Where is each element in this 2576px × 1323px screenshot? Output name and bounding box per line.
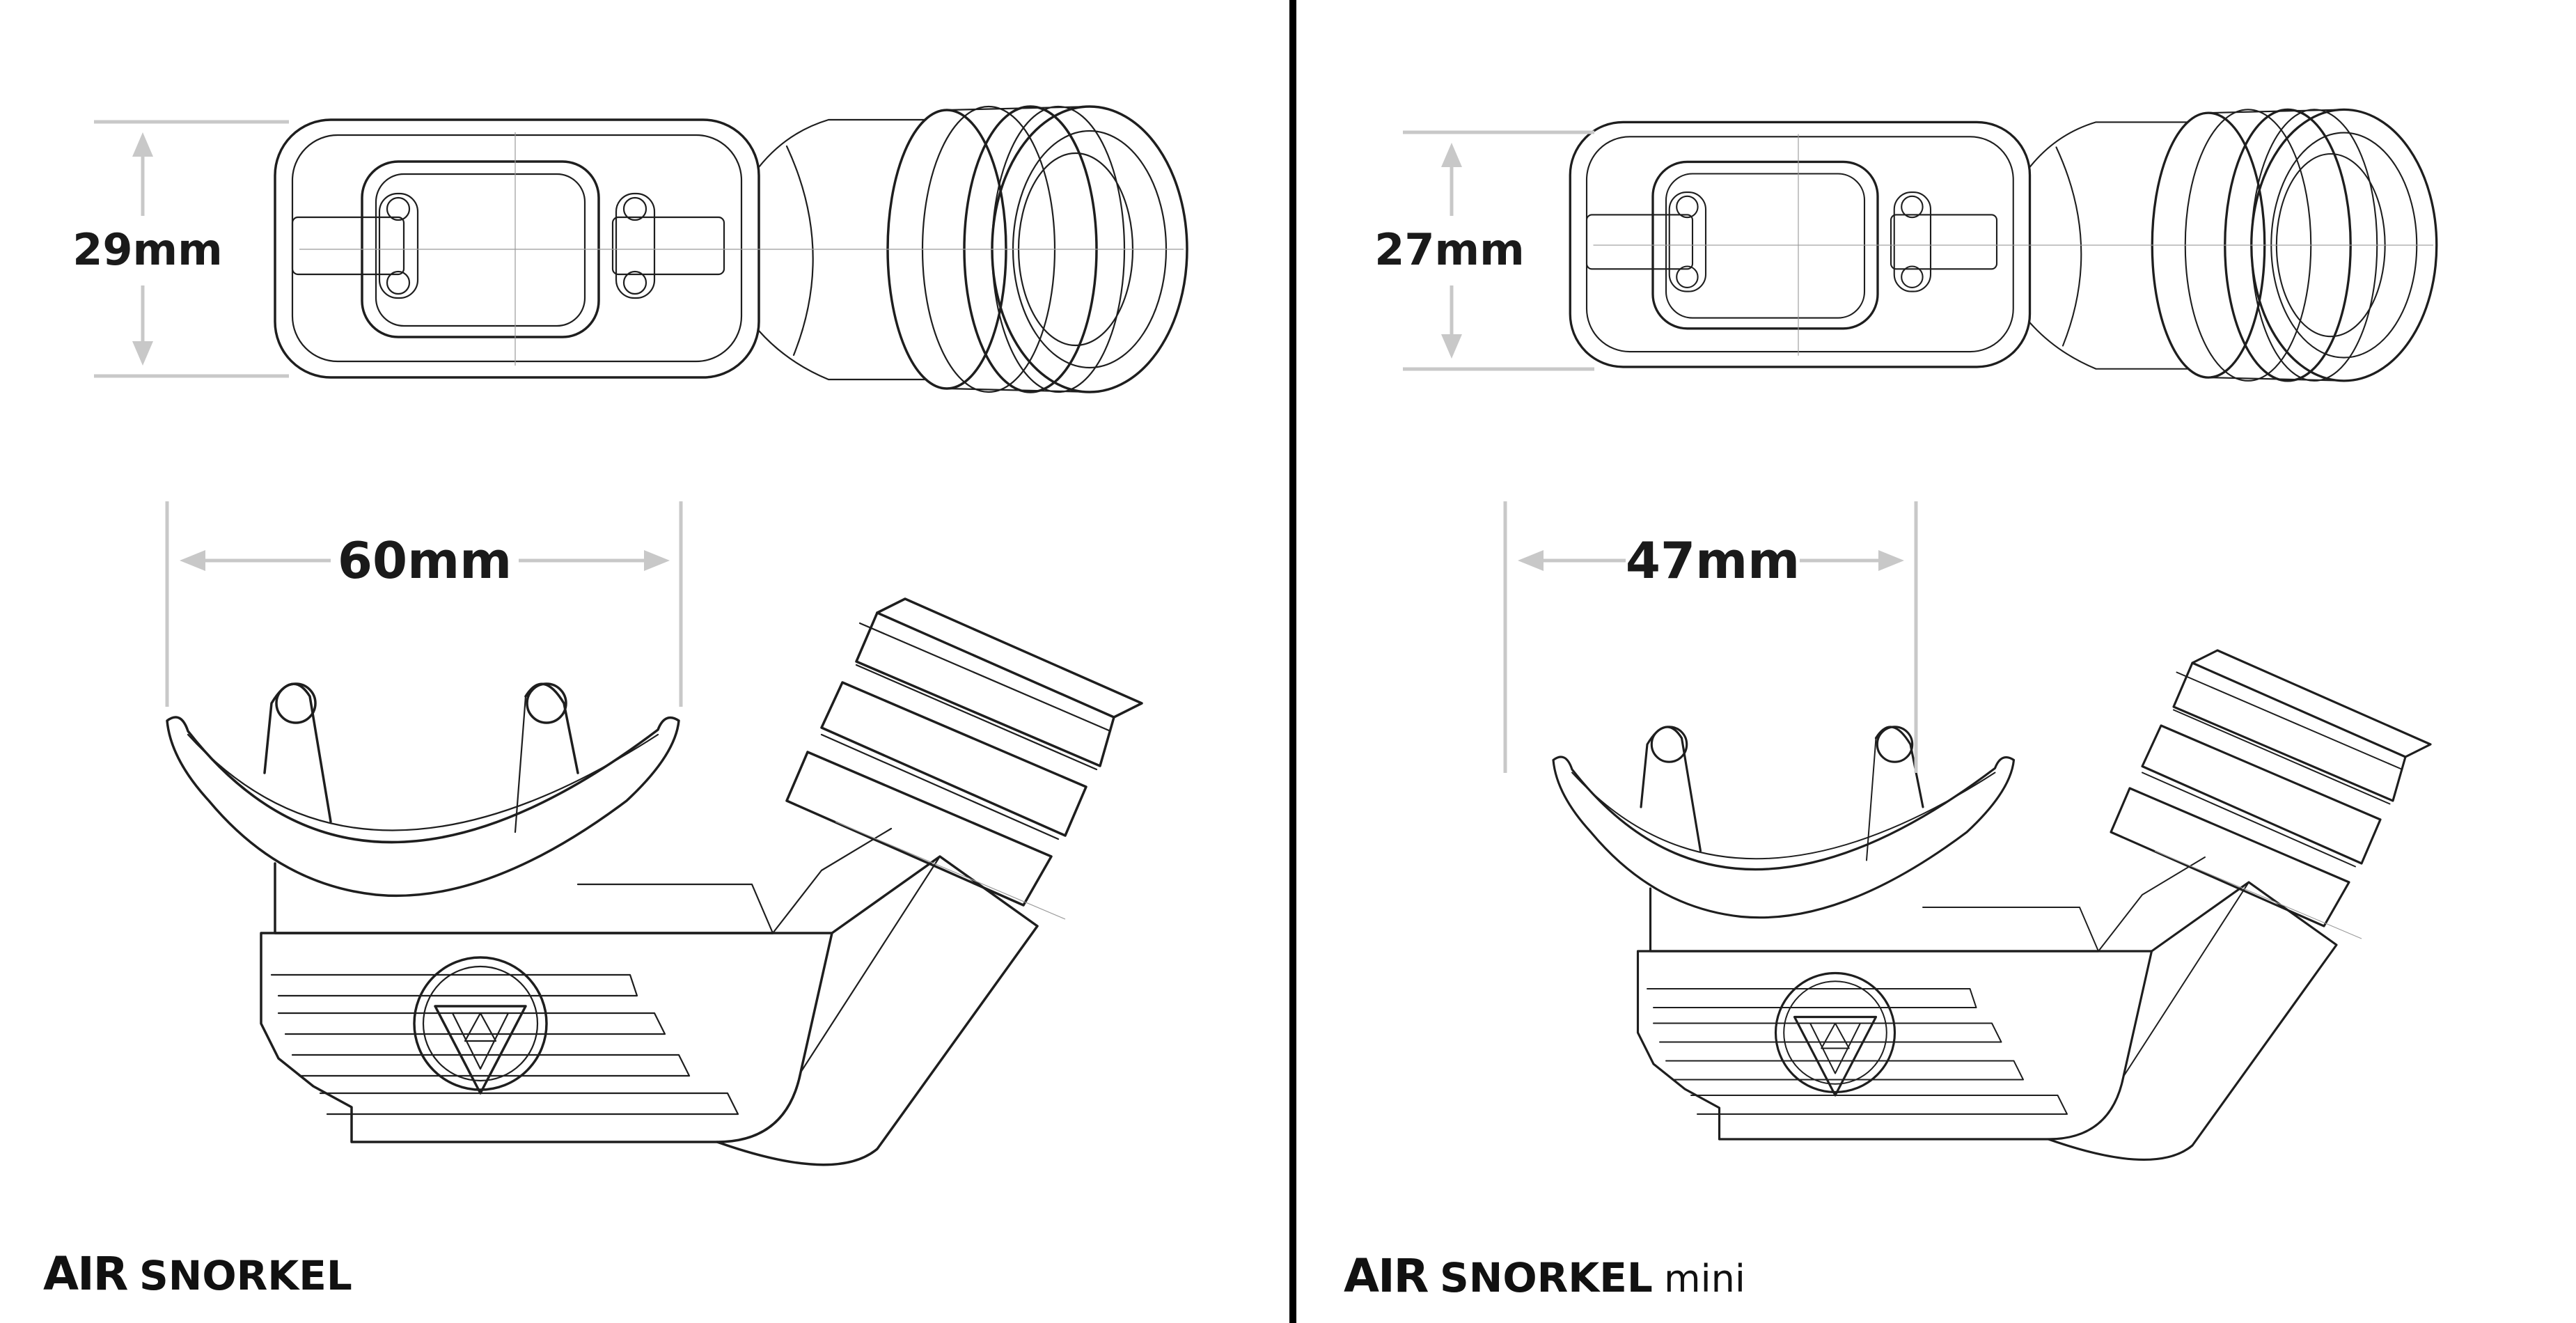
brand-logo: AIR SNORKEL mini [1344,1249,1745,1303]
brand-air: AIR [1344,1249,1429,1303]
width-label: 60mm [338,531,512,590]
height-label: 29mm [72,224,223,275]
top-view-drawing [1569,108,2438,382]
panel-divider [1289,0,1296,1323]
height-dimension: 27mm [1374,130,1594,371]
side-view-drawing [166,597,1143,1166]
brand-air: AIR [43,1247,128,1301]
brand-suffix: mini [1664,1257,1745,1301]
width-label: 47mm [1626,531,1800,590]
height-label: 27mm [1374,224,1525,275]
brand-logo: AIR SNORKEL [43,1247,352,1301]
height-dimension: 29mm [72,120,289,378]
side-view-drawing [1552,649,2432,1161]
brand-name: SNORKEL [1440,1254,1653,1301]
width-dimension: 60mm [165,501,683,707]
top-view-drawing [274,105,1188,393]
panel-mini: 27mm 47mm AIR SNORKEL mini [1344,108,2438,1303]
panel-standard: 29mm 60mm AIR SNORKEL [43,105,1188,1301]
width-dimension: 47mm [1503,501,1918,773]
brand-name: SNORKEL [139,1252,352,1299]
